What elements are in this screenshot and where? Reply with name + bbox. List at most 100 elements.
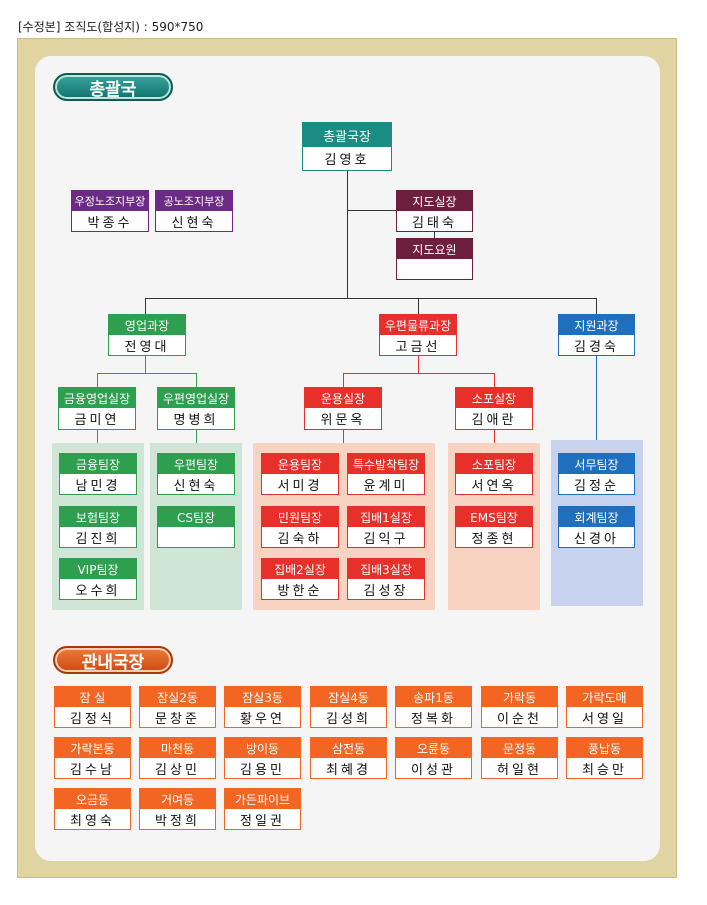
connector-line (494, 430, 495, 443)
dept-support-box: 지원과장 김경숙 (558, 314, 635, 356)
local-office-name: 정일권 (240, 813, 285, 829)
team-title: 민원팀장 (262, 507, 338, 527)
connector-line (145, 298, 596, 299)
dept-logistics-box: 우편물류과장 고금선 (379, 314, 457, 356)
local-office-title: 마천동 (140, 738, 215, 758)
local-office-title: 잠 실 (55, 687, 130, 707)
local-office-name: 김상민 (155, 762, 200, 778)
connector-line (97, 373, 197, 374)
connector-line (145, 298, 146, 314)
team-name: 김정순 (574, 478, 619, 494)
team-title: VIP팀장 (60, 559, 136, 579)
office-title: 소포실장 (456, 388, 532, 408)
director-box: 총괄국장 김영호 (302, 122, 392, 171)
office-operation-box: 운용실장 위문옥 (304, 387, 382, 430)
director-title: 총괄국장 (303, 123, 391, 147)
guidance-title: 지도실장 (397, 191, 472, 211)
team-postal-box: 우편팀장 신현숙 (157, 453, 235, 495)
local-office-title: 잠실2동 (140, 687, 215, 707)
local-office-name: 황우연 (240, 711, 285, 727)
local-office-name: 정복화 (411, 711, 456, 727)
office-name: 김애란 (471, 413, 517, 428)
local-office-title: 가든파이브 (225, 789, 300, 809)
local-office-name: 김용민 (240, 762, 285, 778)
team-title: 운용팀장 (262, 454, 338, 474)
team-name: 김숙하 (277, 531, 323, 547)
dept-title: 우편물류과장 (380, 315, 456, 335)
local-office-name: 김성희 (326, 711, 371, 727)
team-name: 김성장 (363, 583, 409, 599)
team-operation-box: 운용팀장 서미경 (261, 453, 339, 495)
office-title: 우편영업실장 (158, 388, 234, 408)
team-name: 서미경 (277, 478, 323, 494)
team-name: 신현숙 (173, 478, 219, 494)
office-parcel-box: 소포실장 김애란 (455, 387, 533, 430)
team-finance-box: 금융팀장 남민경 (59, 453, 137, 495)
team-delivery3-box: 집배3실장 김성장 (347, 558, 425, 600)
local-office-name: 최혜경 (326, 762, 371, 778)
team-parcel-box: 소포팀장 서연옥 (455, 453, 533, 495)
connector-line (196, 373, 197, 387)
team-name: 윤계미 (363, 478, 409, 494)
team-name: 서연옥 (471, 478, 517, 494)
local-office-name: 문창준 (155, 711, 200, 727)
team-title: 우편팀장 (158, 454, 234, 474)
guidance-staff-box: 지도요원 (396, 238, 473, 280)
team-title: EMS팀장 (456, 507, 532, 527)
local-office-title: 풍납동 (567, 738, 642, 758)
dept-title: 지원과장 (559, 315, 634, 335)
team-insurance-box: 보험팀장 김진희 (59, 506, 137, 548)
local-office-name: 김정식 (70, 711, 115, 727)
team-title: 집배1실장 (348, 507, 424, 527)
connector-line (343, 373, 344, 387)
team-general-box: 서무팀장 김정순 (558, 453, 635, 495)
team-name: 남민경 (75, 478, 121, 494)
union-name: 신현숙 (171, 215, 217, 231)
connector-line (343, 430, 344, 443)
dept-name: 고금선 (395, 339, 441, 355)
dept-sales-box: 영업과장 전영대 (108, 314, 186, 356)
connector-line (418, 356, 419, 374)
connector-line (596, 298, 597, 314)
team-title: 서무팀장 (559, 454, 634, 474)
guidance-staff-title: 지도요원 (397, 239, 472, 259)
local-office-name: 최승만 (582, 762, 627, 778)
team-title: 집배2실장 (262, 559, 338, 579)
team-title: 집배3실장 (348, 559, 424, 579)
office-title: 운용실장 (305, 388, 381, 408)
team-special-box: 특수발착팀장 윤계미 (347, 453, 425, 495)
team-civil-box: 민원팀장 김숙하 (261, 506, 339, 548)
team-name: 김진희 (75, 531, 121, 547)
local-office-name: 이성관 (411, 762, 456, 778)
guidance-box: 지도실장 김태숙 (396, 190, 473, 232)
union-box-public: 공노조지부장 신현숙 (155, 190, 233, 232)
team-name: 김익구 (363, 531, 409, 547)
local-office-title: 문정동 (482, 738, 557, 758)
team-title: 특수발착팀장 (348, 454, 424, 474)
local-office-name: 최영숙 (70, 813, 115, 829)
connector-line (347, 210, 396, 211)
local-office-title: 가락도매 (567, 687, 642, 707)
director-name: 김영호 (324, 153, 370, 168)
connector-line (196, 430, 197, 443)
local-office-title: 방이동 (225, 738, 300, 758)
local-office-name: 서영일 (582, 711, 627, 727)
team-title: 회계팀장 (559, 507, 634, 527)
dept-name: 전영대 (124, 339, 170, 355)
union-title: 우정노조지부장 (72, 191, 148, 211)
office-name: 명병희 (173, 413, 219, 428)
team-name (158, 527, 234, 547)
local-office-title: 가락동 (482, 687, 557, 707)
local-office-name: 박정희 (155, 813, 200, 829)
union-box-postal: 우정노조지부장 박종수 (71, 190, 149, 232)
